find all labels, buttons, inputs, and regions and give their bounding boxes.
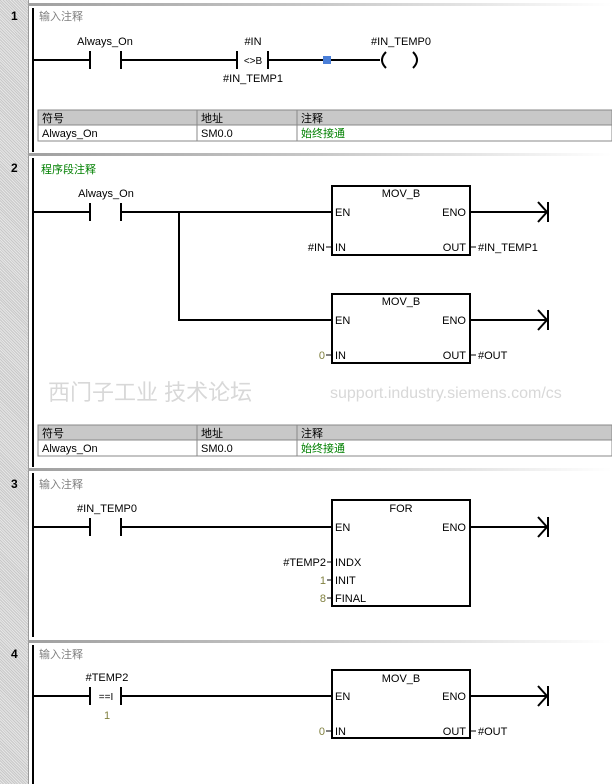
init-value: 1 <box>320 575 326 587</box>
pin-eno: ENO <box>442 207 466 219</box>
network-comment[interactable]: 输入注释 <box>39 477 83 491</box>
box-title: MOV_B <box>382 188 421 200</box>
out-value: #OUT <box>478 726 508 738</box>
compare-op: ==I <box>99 692 113 703</box>
symbol-table: 符号 地址 注释 Always_On SM0.0 始终接通 <box>37 424 612 457</box>
compare-contact[interactable]: #IN <>B #IN_TEMP1 <box>223 36 283 85</box>
symbol-table: 符号 地址 注释 Always_On SM0.0 始终接通 <box>37 109 612 142</box>
table-cell: SM0.0 <box>201 443 233 455</box>
box-title: MOV_B <box>382 673 421 685</box>
pin-out: OUT <box>443 726 467 738</box>
pin-en: EN <box>335 207 350 219</box>
contact-in-temp0[interactable]: #IN_TEMP0 <box>77 503 137 536</box>
table-header: 注释 <box>301 426 323 440</box>
network-comment[interactable]: 程序段注释 <box>41 162 96 176</box>
cursor-marker[interactable] <box>323 56 331 64</box>
rung-end-arrow-icon <box>537 516 549 538</box>
table-cell: 始终接通 <box>301 441 345 455</box>
final-value: 8 <box>320 593 326 605</box>
contact-label: #IN_TEMP0 <box>77 503 137 515</box>
table-header: 地址 <box>201 111 223 125</box>
table-header: 符号 <box>42 112 64 125</box>
coil-in-temp0[interactable]: #IN_TEMP0 <box>371 36 431 69</box>
network-comment[interactable]: 输入注释 <box>39 647 83 661</box>
network-number: 3 <box>11 477 18 491</box>
out-value: #OUT <box>478 350 508 362</box>
pin-en: EN <box>335 691 350 703</box>
network-comment[interactable]: 输入注释 <box>39 9 83 23</box>
box-title: FOR <box>389 503 412 515</box>
table-cell: 始终接通 <box>301 126 345 140</box>
pin-eno: ENO <box>442 522 466 534</box>
mov-b-box-1[interactable]: MOV_B EN ENO IN OUT #IN #IN_TEMP1 <box>308 185 538 256</box>
pin-eno: ENO <box>442 691 466 703</box>
compare-bottom: #IN_TEMP1 <box>223 73 283 85</box>
compare-top: #TEMP2 <box>86 672 129 684</box>
network-number: 2 <box>11 161 18 175</box>
rung-end-arrow-icon <box>537 309 549 331</box>
out-value: #IN_TEMP1 <box>478 242 538 254</box>
network-number: 1 <box>11 9 18 23</box>
rung-end-arrow-icon <box>537 685 549 707</box>
watermark-line2: support.industry.siemens.com/cs <box>330 385 562 402</box>
pin-indx: INDX <box>335 557 362 569</box>
contact-always-on[interactable]: Always_On <box>78 188 134 221</box>
compare-contact[interactable]: #TEMP2 ==I 1 <box>86 672 129 722</box>
in-value: 0 <box>319 350 325 362</box>
compare-bottom: 1 <box>104 710 110 722</box>
contact-label: Always_On <box>78 188 134 200</box>
watermark-line1: 西门子工业 技术论坛 <box>48 380 252 405</box>
box-title: MOV_B <box>382 296 421 308</box>
table-header: 符号 <box>42 427 64 440</box>
pin-en: EN <box>335 522 350 534</box>
table-cell: Always_On <box>42 443 98 455</box>
pin-eno: ENO <box>442 315 466 327</box>
coil-label: #IN_TEMP0 <box>371 36 431 48</box>
table-cell: Always_On <box>42 128 98 140</box>
network-separator <box>28 153 612 156</box>
pin-in: IN <box>335 350 346 362</box>
mov-b-box-2[interactable]: MOV_B EN ENO IN OUT 0 #OUT <box>319 293 508 364</box>
pin-en: EN <box>335 315 350 327</box>
contact-label: Always_On <box>77 36 133 48</box>
network-3[interactable]: 3 输入注释 #IN_TEMP0 FOR EN ENO INDX INIT FI… <box>11 473 549 637</box>
indx-value: #TEMP2 <box>283 557 326 569</box>
network-1[interactable]: 1 输入注释 Always_On #IN <>B #IN_TEMP1 #IN_T… <box>11 8 612 152</box>
watermark: 西门子工业 技术论坛 support.industry.siemens.com/… <box>48 380 562 405</box>
compare-op: <>B <box>244 56 263 67</box>
network-2[interactable]: 2 程序段注释 Always_On MOV_B EN ENO IN OUT #I… <box>11 158 612 467</box>
branch-wire <box>178 212 332 321</box>
table-cell: SM0.0 <box>201 128 233 140</box>
network-4[interactable]: 4 输入注释 #TEMP2 ==I 1 MOV_B EN ENO IN OUT … <box>11 645 549 784</box>
network-number: 4 <box>11 647 18 661</box>
mov-b-box[interactable]: MOV_B EN ENO IN OUT 0 #OUT <box>319 669 508 739</box>
pin-out: OUT <box>443 242 467 254</box>
network-separator <box>28 640 612 643</box>
pin-out: OUT <box>443 350 467 362</box>
in-value: 0 <box>319 726 325 738</box>
contact-always-on[interactable]: Always_On <box>77 36 133 69</box>
pin-in: IN <box>335 242 346 254</box>
pin-in: IN <box>335 726 346 738</box>
network-separator <box>28 468 612 471</box>
compare-top: #IN <box>244 36 261 48</box>
network-separator <box>28 3 612 6</box>
pin-init: INIT <box>335 575 356 587</box>
for-box[interactable]: FOR EN ENO INDX INIT FINAL #TEMP2 1 8 <box>283 499 471 607</box>
pin-final: FINAL <box>335 593 366 605</box>
table-header: 注释 <box>301 111 323 125</box>
network-gutter <box>0 0 29 784</box>
rung-end-arrow-icon <box>537 201 549 223</box>
in-value: #IN <box>308 242 325 254</box>
table-header: 地址 <box>201 426 223 440</box>
